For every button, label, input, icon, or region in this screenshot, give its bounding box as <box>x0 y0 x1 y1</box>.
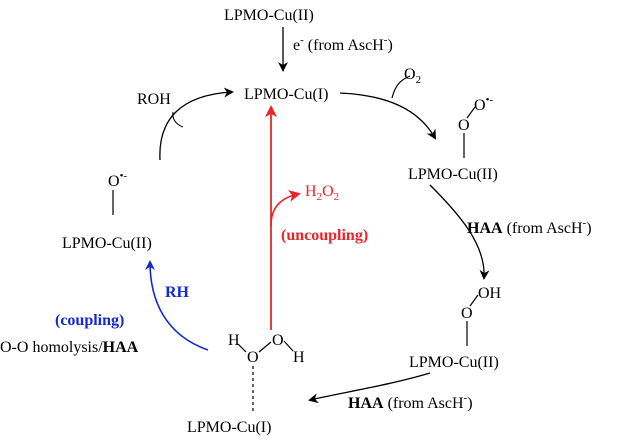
haa2-label: HAA (from AscH-) <box>348 392 473 412</box>
o2-incoming-hook <box>391 75 411 99</box>
o2-label: O2 <box>404 66 421 86</box>
haa1-label: HAA (from AscH-) <box>467 217 592 237</box>
oxyl-o-label: O•- <box>108 170 127 190</box>
roh-release-arrow <box>159 87 234 161</box>
rh-label: RH <box>165 284 190 301</box>
reduction-label: e- (from AscH-) <box>293 34 393 54</box>
superoxo-oo-bond <box>466 106 476 119</box>
h-o-bond-left <box>237 343 247 353</box>
coupling-arrow <box>145 260 209 351</box>
h2o2-o-a: O <box>247 349 259 366</box>
hydroperoxo-o-proximal: O <box>461 305 473 322</box>
superoxo-o-distal: O•- <box>474 94 493 114</box>
roh-label: ROH <box>137 91 171 108</box>
o-h-bond-right <box>283 340 294 352</box>
oxyl-cu2-label: LPMO-Cu(II) <box>62 235 152 252</box>
uncoupling-label: (uncoupling) <box>281 227 368 244</box>
hydroperoxo-cu2-label: LPMO-Cu(II) <box>409 354 499 371</box>
center-cu1-label: LPMO-Cu(I) <box>244 86 328 103</box>
roh-hook <box>172 111 184 128</box>
h2o2-release-label: H2O2 <box>305 183 339 203</box>
haa2-arrow <box>308 372 431 404</box>
o-o-bond <box>258 341 272 353</box>
hydroperoxo-oo-bond <box>469 294 479 307</box>
h2o2-h-left: H <box>228 332 240 349</box>
top-cu2-label: LPMO-Cu(II) <box>224 7 314 24</box>
h2o2-o-b: O <box>272 332 284 349</box>
o2-binding-arrow <box>339 92 436 140</box>
superoxo-cu2-label: LPMO-Cu(II) <box>408 166 498 183</box>
superoxo-o-proximal: O <box>458 117 470 134</box>
h2o2-h-right: H <box>293 349 305 366</box>
h2o2-cu1-label: LPMO-Cu(I) <box>187 419 271 436</box>
h2o2-release-arrow <box>270 190 301 226</box>
haa1-arrow <box>429 184 490 280</box>
coupling-label: (coupling) <box>55 312 124 329</box>
homolysis-label: O-O homolysis/HAA <box>0 339 139 356</box>
hydroperoxo-oh: OH <box>478 285 502 302</box>
